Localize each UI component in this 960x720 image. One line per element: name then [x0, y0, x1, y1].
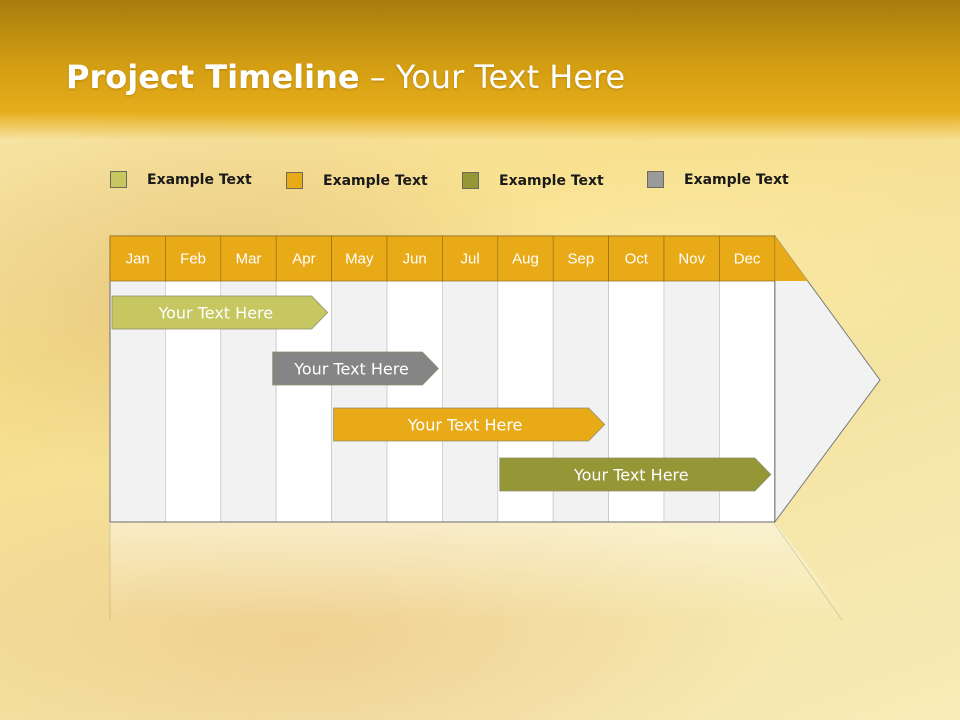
legend-label-1: Example Text [147, 172, 252, 188]
month-header-cell [552, 235, 609, 282]
header-arrow-cap [774, 236, 808, 281]
task-bar-label: Your Text Here [573, 466, 689, 485]
legend-swatch-4 [647, 171, 664, 188]
legend-label-4: Example Text [684, 172, 789, 188]
header-band [0, 0, 960, 140]
title-bold: Project Timeline [66, 58, 360, 96]
slide-title: Project Timeline – Your Text Here [66, 58, 625, 96]
month-label-dec: Dec [734, 251, 761, 268]
month-header-cell [719, 235, 776, 282]
month-header-cell [275, 235, 332, 282]
month-header-cell [109, 235, 166, 282]
task-bar-shape[interactable] [111, 295, 329, 330]
legend-swatch-3 [462, 172, 479, 189]
month-header-cell [663, 235, 720, 282]
month-label-jun: Jun [403, 251, 427, 268]
legend-swatch-1 [110, 171, 127, 188]
month-label-feb: Feb [180, 251, 206, 268]
title-rest: – Your Text Here [359, 58, 626, 96]
month-header-cell [165, 235, 222, 282]
month-label-aug: Aug [512, 251, 539, 268]
task-bar-shape[interactable] [499, 457, 772, 492]
task-bar-label: Your Text Here [157, 304, 273, 323]
month-column [386, 280, 443, 523]
task-bar-shape[interactable] [272, 351, 439, 386]
month-header-cell [497, 235, 554, 282]
month-label-oct: Oct [625, 251, 649, 268]
legend-label-2: Example Text [323, 173, 428, 189]
month-header-cell [608, 235, 665, 282]
task-bar-2[interactable]: Your Text Here [272, 351, 439, 386]
month-label-jan: Jan [126, 251, 150, 268]
month-column [441, 280, 499, 523]
month-label-sep: Sep [568, 251, 595, 268]
month-label-may: May [345, 251, 374, 268]
month-column [331, 280, 388, 523]
month-label-jul: Jul [461, 251, 480, 268]
task-bar-label: Your Text Here [407, 416, 523, 435]
month-label-mar: Mar [236, 251, 262, 268]
month-label-apr: Apr [292, 251, 315, 268]
task-bar-3[interactable]: Your Text Here [333, 407, 606, 442]
reflection-edge-right [774, 523, 843, 621]
month-header-cell [442, 235, 499, 282]
month-header-cell [220, 235, 277, 282]
task-bar-label: Your Text Here [293, 360, 409, 379]
task-bar-1[interactable]: Your Text Here [111, 295, 329, 330]
month-header-cell [386, 235, 443, 282]
month-label-nov: Nov [678, 251, 705, 268]
timeline-header: Jan Feb Mar Apr May Jun Jul Aug Sep Oct Nov Dec [109, 235, 808, 282]
reflection-shape [110, 522, 850, 620]
timeline-reflection [109, 522, 850, 621]
month-header-cell [331, 235, 388, 282]
legend-swatch-2 [286, 172, 303, 189]
legend-label-3: Example Text [499, 173, 604, 189]
task-bar-4[interactable]: Your Text Here [499, 457, 772, 492]
task-bar-shape[interactable] [333, 407, 606, 442]
